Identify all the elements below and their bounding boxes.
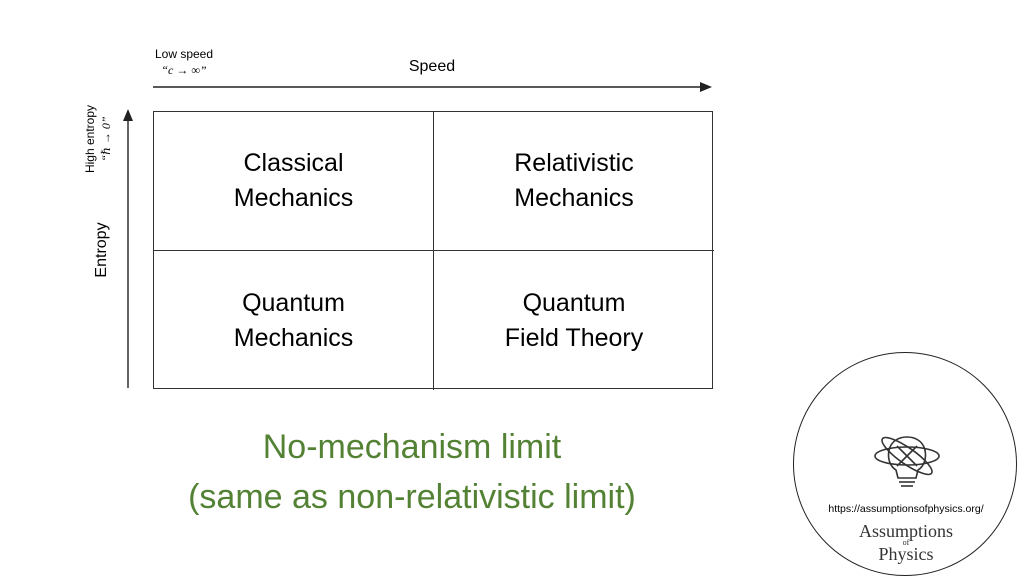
cell-quantum-mechanics: Quantum Mechanics: [154, 251, 434, 390]
logo-url: https://assumptionsofphysics.org/: [828, 503, 984, 515]
speed-axis-title: Speed: [408, 58, 456, 75]
cell-relativistic-mechanics: Relativistic Mechanics: [434, 112, 714, 251]
caption-line-2: (same as non-relativistic limit): [188, 478, 636, 516]
logo-wordmark: Assumptions of Physics: [820, 521, 992, 564]
mechanics-grid: Classical Mechanics Relativistic Mechani…: [153, 111, 714, 390]
cell-quantum-field-theory: Quantum Field Theory: [504, 288, 644, 352]
logo-word-of: of: [902, 538, 910, 547]
speed-low-label: Low speed “c → ∞”: [138, 46, 230, 78]
logo-word-assumptions: Assumptions: [858, 521, 954, 541]
lightbulb-atom-icon: [874, 436, 940, 487]
logo-word-physics: Physics: [878, 544, 934, 564]
speed-low-text: Low speed: [154, 47, 214, 61]
cell-classical-mechanics: Classical Mechanics: [154, 112, 434, 251]
speed-arrow-head: [700, 82, 712, 92]
caption-line-1: No-mechanism limit: [262, 428, 562, 466]
caption: No-mechanism limit (same as non-relativi…: [120, 422, 704, 522]
speed-low-math: “c → ∞”: [161, 63, 207, 77]
entropy-arrow-head: [123, 109, 133, 121]
